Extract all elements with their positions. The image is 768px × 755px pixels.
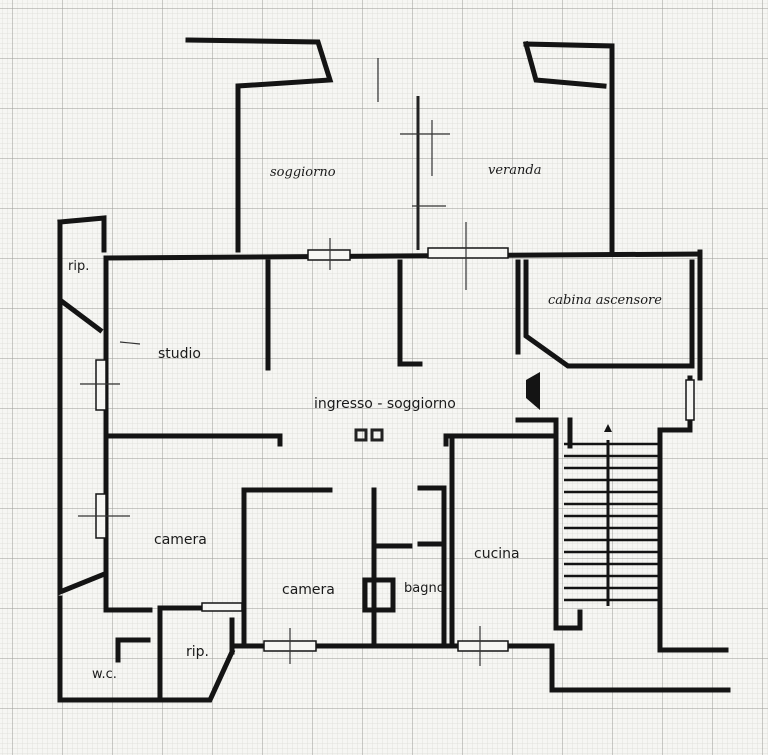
door-marks: [78, 58, 481, 666]
interior-walls: [103, 96, 703, 703]
room-label-soggiorno: soggiorno: [270, 165, 336, 180]
room-label-rip-top: rip.: [68, 259, 89, 274]
room-label-camera-left: camera: [154, 532, 207, 548]
room-label-cucina: cucina: [474, 546, 520, 562]
room-labels: soggiorno veranda rip. cabina ascensore …: [68, 163, 662, 682]
room-label-camera-center: camera: [282, 582, 335, 598]
elevator-indicator-icon: [526, 372, 540, 410]
room-label-wc: w.c.: [92, 667, 117, 682]
room-label-rip-bottom: rip.: [186, 644, 209, 660]
room-label-studio: studio: [158, 346, 201, 362]
room-label-veranda: veranda: [488, 163, 541, 178]
room-label-bagno: bagno: [404, 581, 445, 596]
staircase: [564, 424, 658, 606]
room-label-cabina-ascensore: cabina ascensore: [548, 293, 662, 308]
room-label-ingresso-soggiorno: ingresso - soggiorno: [314, 396, 456, 412]
